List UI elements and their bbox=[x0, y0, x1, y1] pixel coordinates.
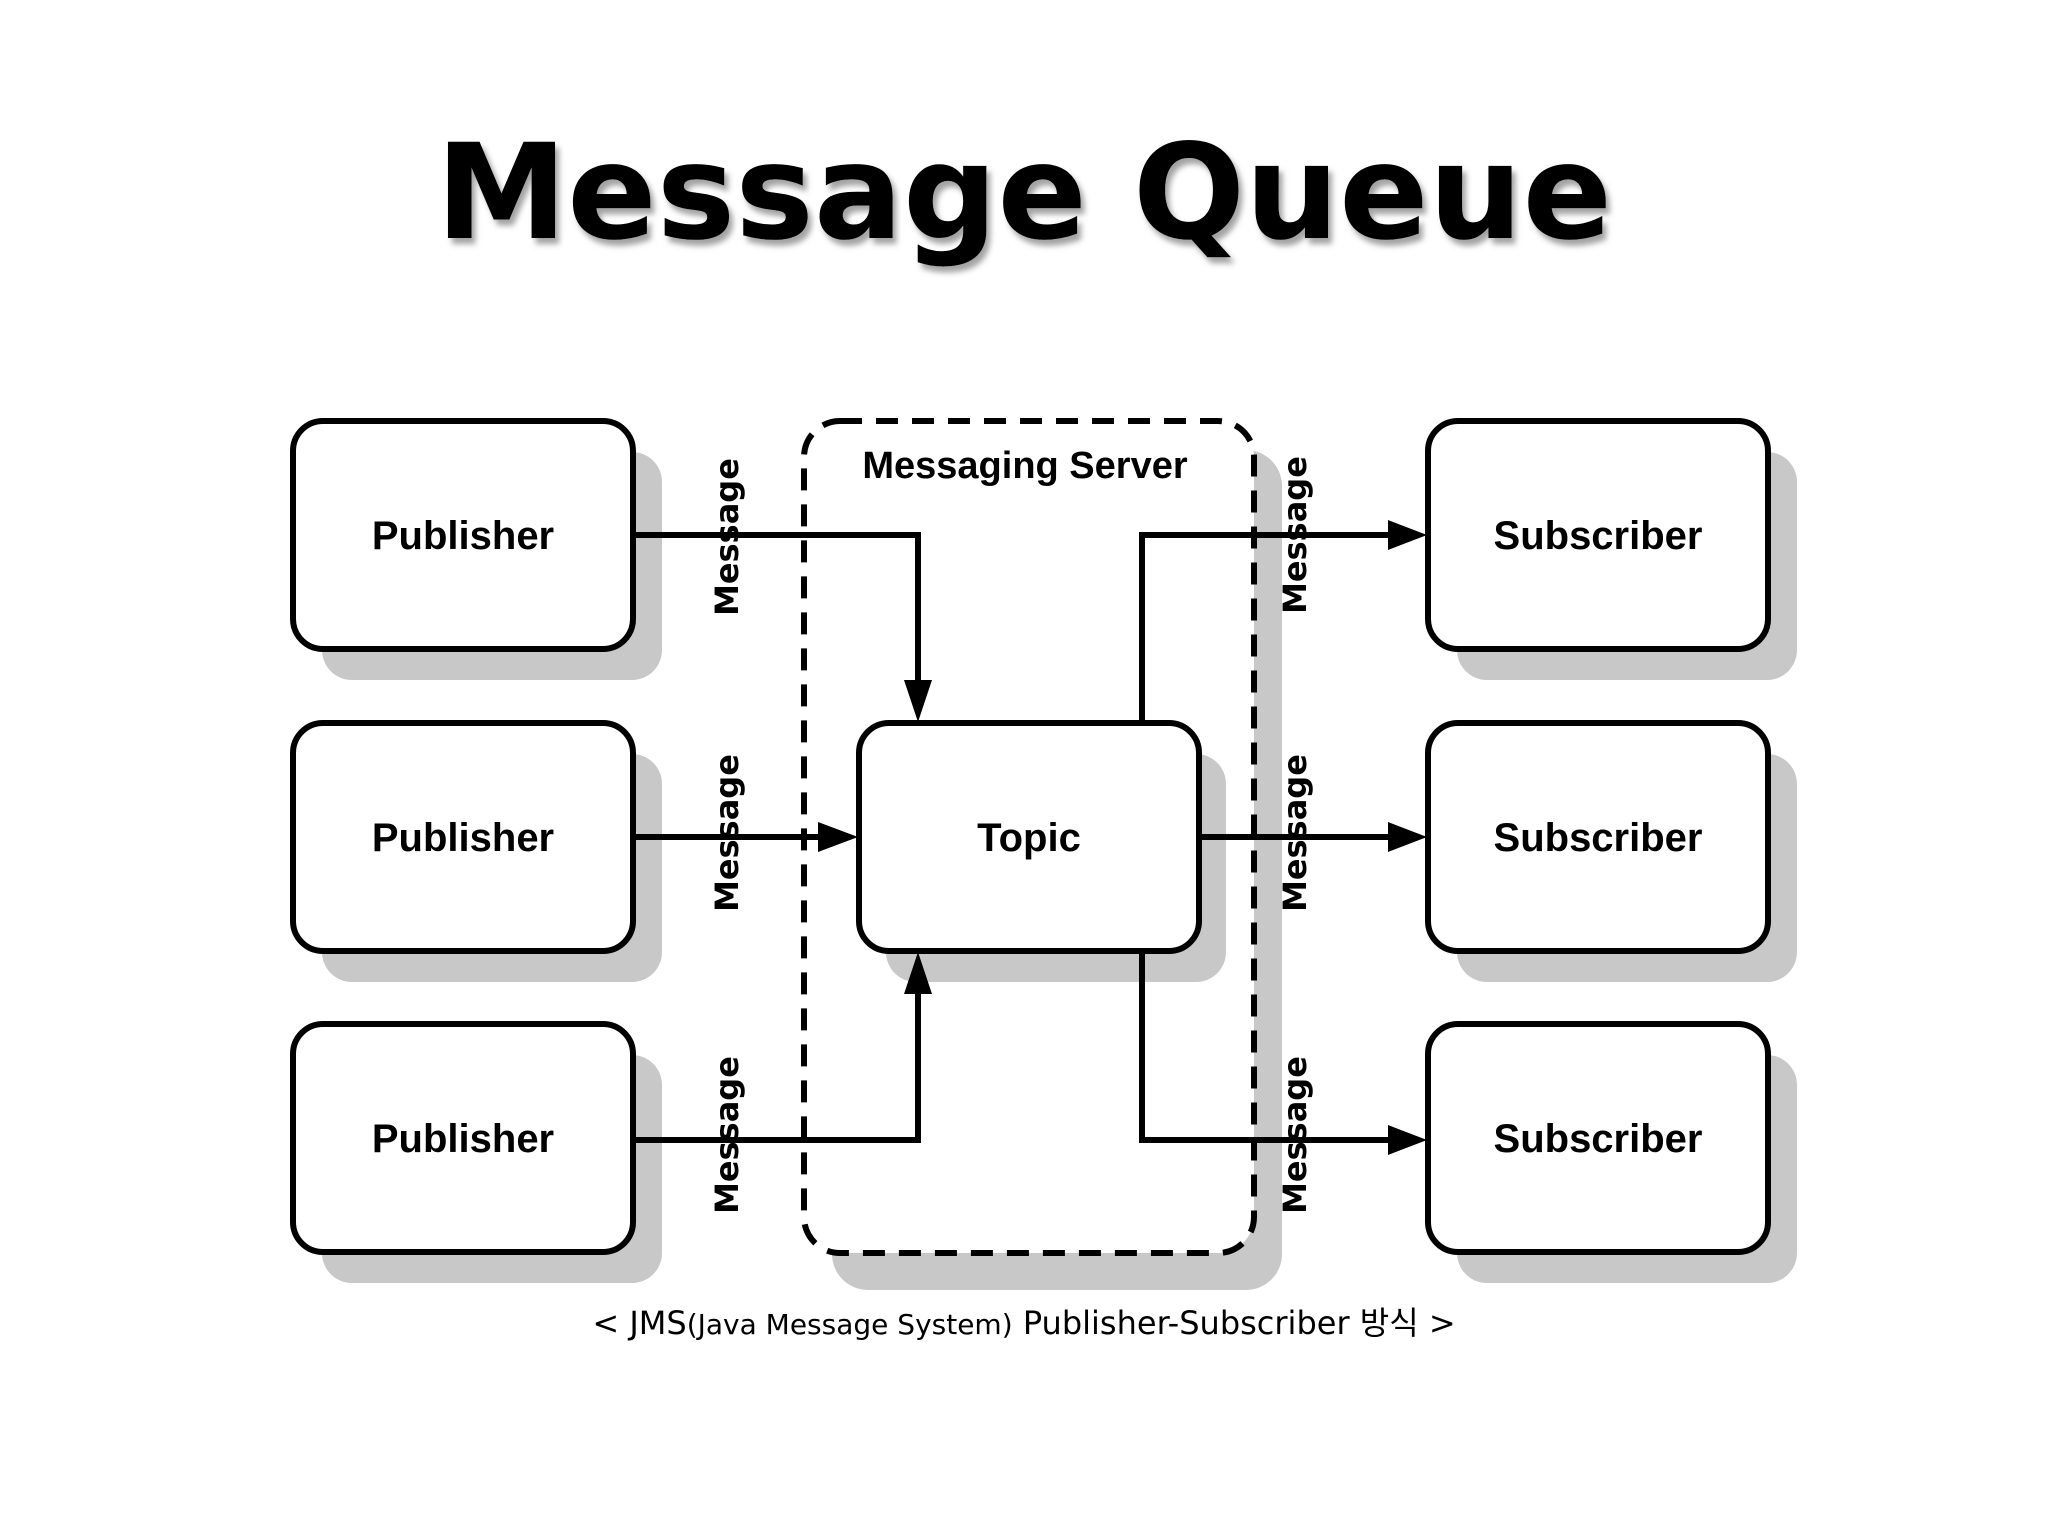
messaging-server-label: Messaging Server bbox=[862, 445, 1187, 487]
publisher-3-label: Publisher bbox=[372, 1117, 554, 1161]
publisher-2-label: Publisher bbox=[372, 816, 554, 860]
publisher-1-label: Publisher bbox=[372, 514, 554, 558]
edge-topic-subscriber-3-arrowhead bbox=[1388, 1125, 1427, 1155]
edge-topic-subscriber-2-arrowhead bbox=[1388, 822, 1427, 852]
edge-topic-subscriber-1-arrowhead bbox=[1388, 520, 1427, 550]
edge-publisher-2-topic-arrowhead bbox=[818, 822, 858, 852]
subscriber-3-label: Subscriber bbox=[1494, 1117, 1703, 1161]
edge-label-subscriber-2: Message bbox=[1276, 754, 1314, 912]
edge-topic-subscriber-3 bbox=[1139, 951, 1392, 1143]
subscriber-3-node bbox=[1425, 1021, 1771, 1255]
edge-labels: Message Message Message Message Message … bbox=[708, 456, 1314, 1214]
publishers: Publisher Publisher Publisher bbox=[290, 418, 636, 1255]
topic-label: Topic bbox=[977, 816, 1081, 860]
diagram-caption: < JMS(Java Message System) Publisher-Sub… bbox=[592, 1304, 1455, 1342]
edge-publisher-3-topic-arrowhead bbox=[904, 952, 932, 994]
subscriber-1-label: Subscriber bbox=[1494, 514, 1703, 558]
edge-publisher-1-topic bbox=[633, 532, 921, 690]
page-title: Message Queue bbox=[436, 116, 1612, 270]
edge-topic-subscriber-1 bbox=[1139, 532, 1392, 723]
caption-rest: Publisher-Subscriber 방식 > bbox=[1013, 1304, 1456, 1342]
edge-publisher-3-topic bbox=[633, 988, 921, 1143]
subscriber-2-node bbox=[1425, 720, 1771, 954]
edge-label-subscriber-1: Message bbox=[1276, 456, 1314, 614]
subscriber-1-node bbox=[1425, 418, 1771, 652]
edge-label-publisher-3: Message bbox=[708, 1056, 746, 1214]
caption-paren: (Java Message System) bbox=[687, 1308, 1013, 1341]
edges bbox=[633, 520, 1427, 1155]
edge-publisher-1-topic-arrowhead bbox=[904, 680, 932, 722]
edge-label-subscriber-3: Message bbox=[1276, 1056, 1314, 1214]
caption-open: < JMS bbox=[592, 1304, 686, 1342]
subscriber-2-label: Subscriber bbox=[1494, 816, 1703, 860]
edge-label-publisher-1: Message bbox=[708, 458, 746, 616]
edge-label-publisher-2: Message bbox=[708, 754, 746, 912]
subscribers: Subscriber Subscriber Subscriber bbox=[1425, 418, 1771, 1255]
